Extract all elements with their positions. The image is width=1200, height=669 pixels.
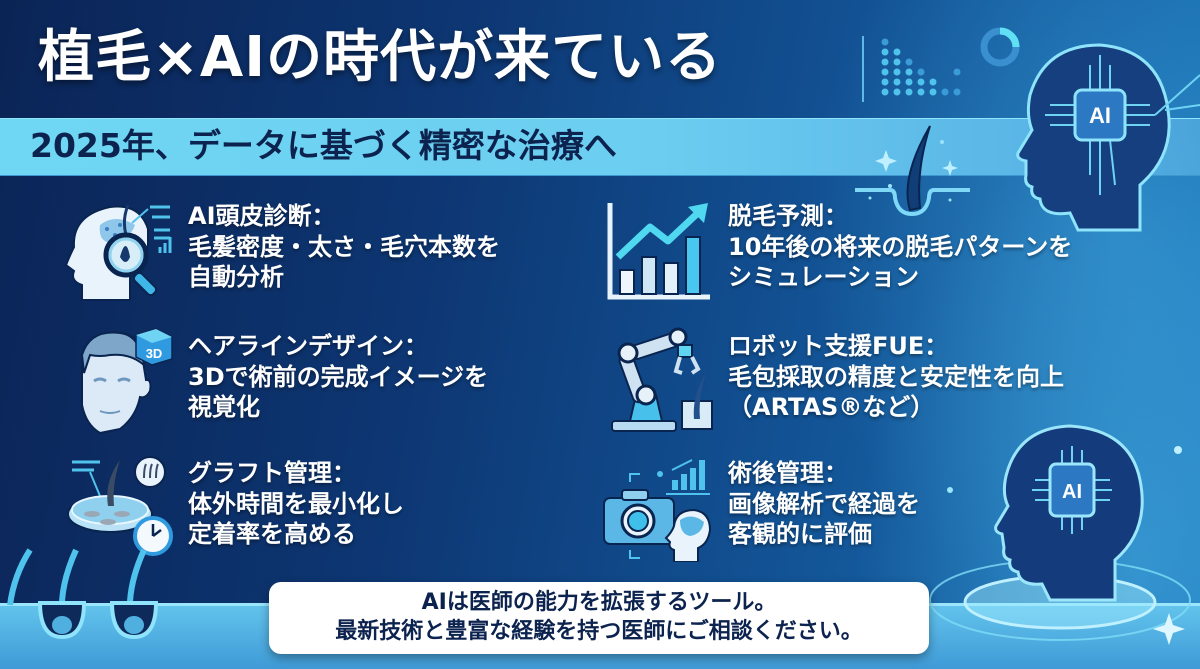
scalp-diagnosis-magnifier-icon: [60, 195, 180, 305]
petri-dish-clock-icon: [60, 452, 180, 562]
ai-chip-label: AI: [1062, 481, 1082, 503]
feature-heading: 脱毛予測：: [728, 202, 848, 230]
feature-heading: ヘアラインデザイン：: [188, 332, 428, 360]
feature-ai-scalp-diagnosis: AI頭皮診断： 毛髪密度・太さ・毛穴本数を 自動分析: [60, 195, 500, 305]
ai-chip-label: AI: [1089, 103, 1111, 128]
feature-hair-loss-prediction: 脱毛予測： 10年後の将来の脱毛パターンを シミュレーション: [600, 195, 1072, 305]
feature-heading: 術後管理：: [728, 459, 848, 487]
feature-body: 体外時間を最小化し 定着率を高める: [188, 489, 404, 549]
feature-body: 毛髪密度・太さ・毛穴本数を 自動分析: [188, 232, 500, 292]
3d-head-model-icon: 3D: [60, 325, 180, 435]
feature-body: 毛包採取の精度と安定性を向上 （ARTAS®など）: [728, 362, 1064, 422]
feature-heading: グラフト管理：: [188, 459, 356, 487]
page-subtitle: 2025年、データに基づく精密な治療へ: [30, 126, 617, 165]
feature-hairline-design: 3D ヘアラインデザイン： 3Dで術前の完成イメージを 視覚化: [60, 325, 488, 435]
data-dots-decoration-icon: [862, 36, 961, 102]
ai-head-top-icon: AI: [1016, 43, 1200, 232]
rising-bar-chart-icon: [600, 195, 720, 305]
svg-text:3D: 3D: [146, 346, 163, 361]
camera-analysis-icon: [600, 452, 720, 562]
robotic-arm-icon: [600, 325, 720, 435]
ai-head-bottom-icon: AI: [929, 424, 1191, 645]
3d-cube-icon: 3D: [135, 328, 173, 366]
donut-chart-icon: [980, 27, 1020, 67]
callout-line-1: AIは医師の能力を拡張するツール。: [421, 590, 777, 616]
feature-body: 画像解析で経過を 客観的に評価: [728, 489, 920, 549]
callout-box: AIは医師の能力を拡張するツール。 最新技術と豊富な経験を持つ医師にご相談くださ…: [269, 582, 929, 654]
feature-graft-management: グラフト管理： 体外時間を最小化し 定着率を高める: [60, 452, 404, 562]
hair-follicles-bottom-icon: [7, 548, 159, 640]
feature-heading: AI頭皮診断：: [188, 202, 336, 230]
subtitle-band: [0, 118, 1200, 176]
feature-post-op-management: 術後管理： 画像解析で経過を 客観的に評価: [600, 452, 920, 562]
feature-body: 3Dで術前の完成イメージを 視覚化: [188, 362, 489, 422]
callout-line-2: 最新技術と豊富な経験を持つ医師にご相談ください。: [335, 619, 863, 644]
feature-heading: ロボット支援FUE：: [728, 332, 949, 360]
feature-body: 10年後の将来の脱毛パターンを シミュレーション: [728, 232, 1073, 292]
page-title: 植毛×AIの時代が来ている: [38, 25, 723, 90]
hair-follicle-icon: [855, 125, 970, 217]
feature-robot-assisted-fue: ロボット支援FUE： 毛包採取の精度と安定性を向上 （ARTAS®など）: [600, 325, 1064, 435]
